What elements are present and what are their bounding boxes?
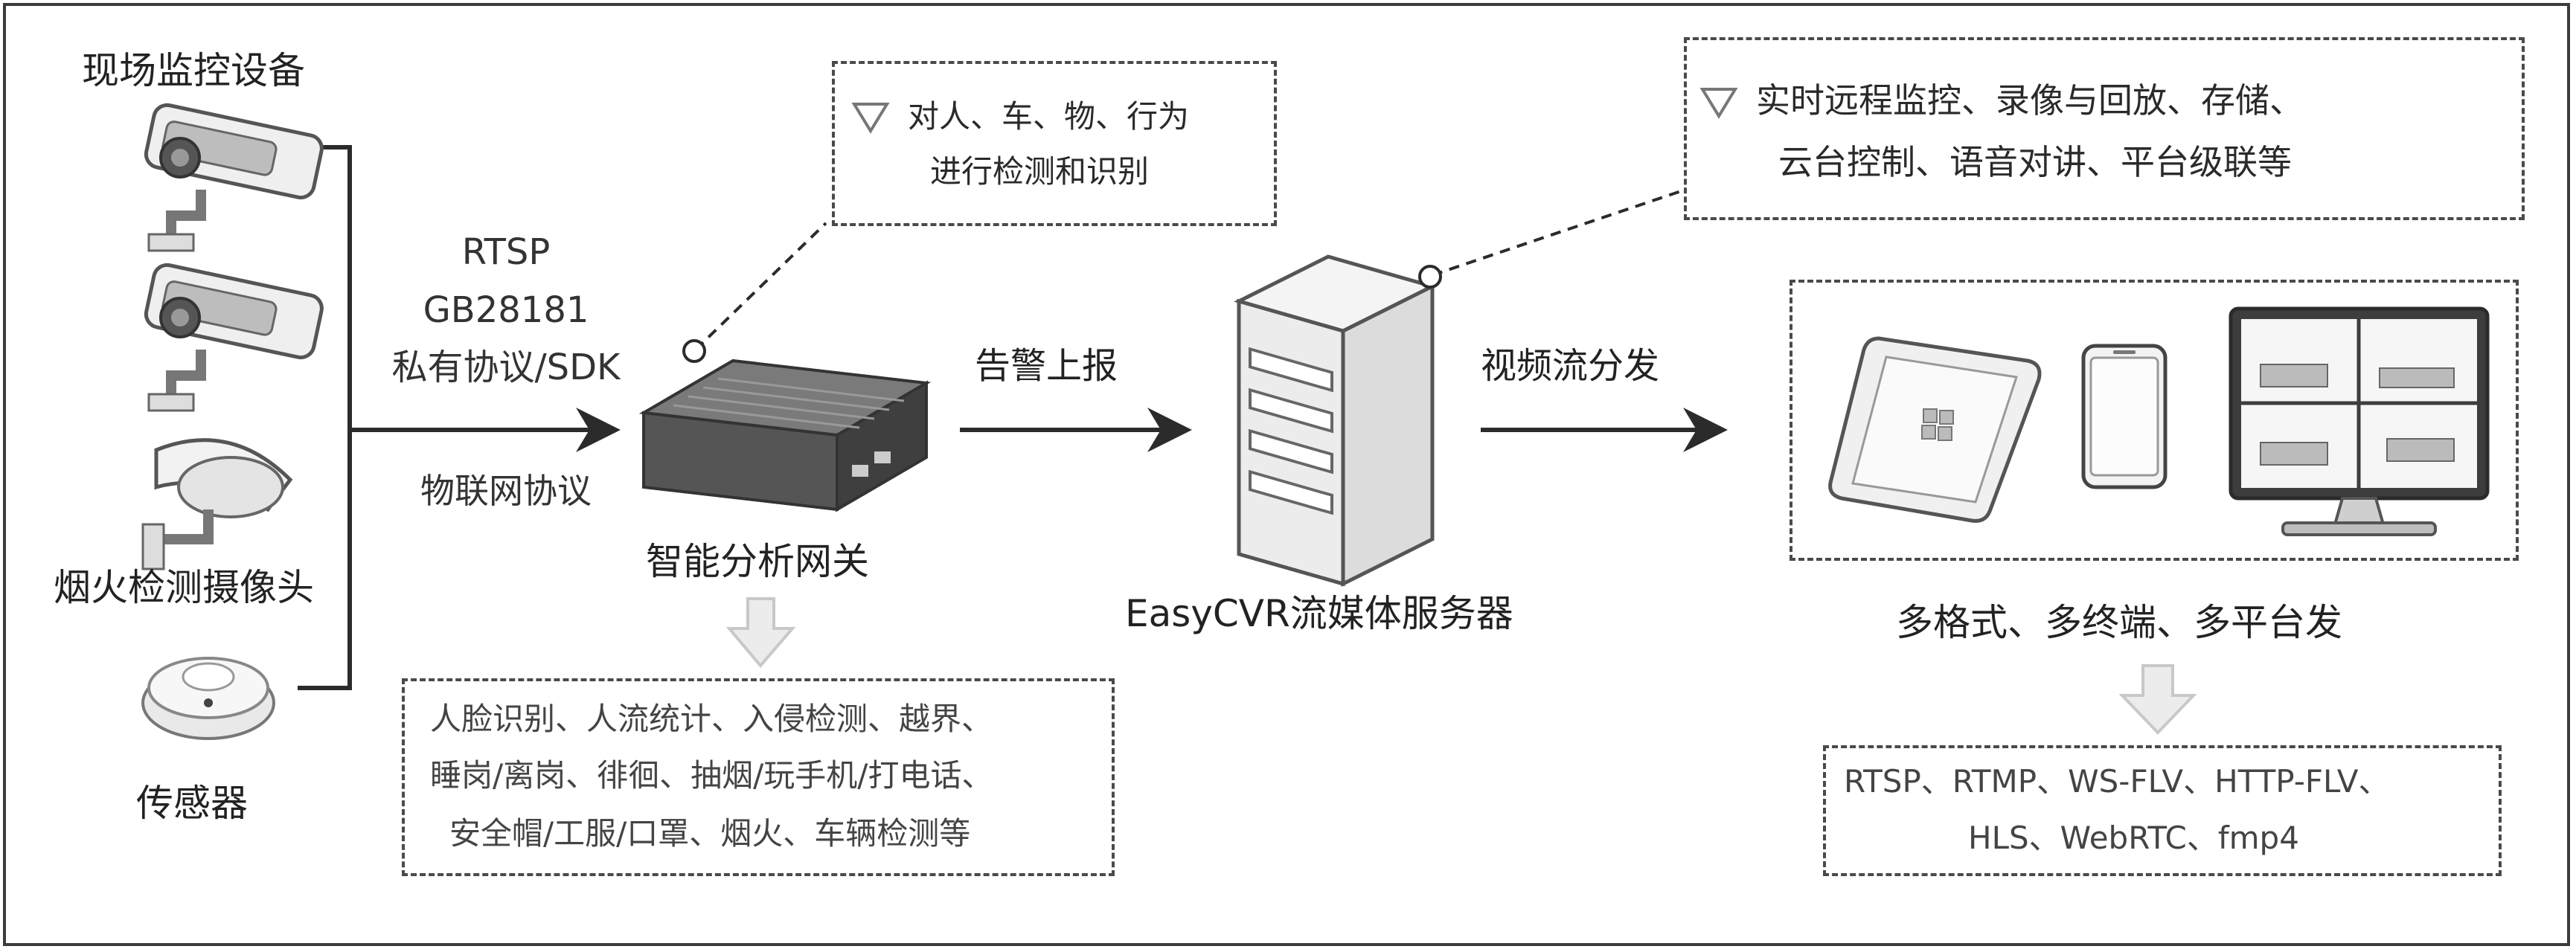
server-callout-line1: 实时远程监控、录像与回放、存储、 — [1756, 80, 2304, 120]
gateway-callout-triangle-icon — [851, 103, 890, 134]
distribution-label: 视频流分发 — [1481, 345, 1660, 387]
tablet-icon — [1828, 336, 2042, 523]
server-callout-dot — [1418, 265, 1442, 289]
protocol-rtsp: RTSP — [461, 231, 551, 273]
formats-box — [1823, 745, 2502, 876]
alarm-report-label: 告警上报 — [975, 345, 1118, 387]
dome-camera-icon — [141, 438, 293, 570]
phone-icon — [2081, 344, 2168, 489]
gateway-hollow-arrow — [725, 597, 796, 669]
gateway-callout-line2: 进行检测和识别 — [930, 153, 1150, 190]
formats-line2: HLS、WebRTC、fmp4 — [1968, 820, 2299, 856]
distribution-caption: 多格式、多终端、多平台发 — [1896, 601, 2342, 644]
gateway-callout-dot — [682, 339, 706, 363]
gateway-function-line2: 睡岗/离岗、徘徊、抽烟/玩手机/打电话、 — [430, 757, 993, 794]
gateway-function-line3: 安全帽/工服/口罩、烟火、车辆检测等 — [449, 815, 971, 852]
monitor-icon — [2229, 306, 2490, 536]
bullet-camera-icon — [144, 263, 324, 412]
server-label: EasyCVR流媒体服务器 — [1125, 592, 1513, 635]
protocol-sdk: 私有协议/SDK — [391, 347, 621, 388]
distribution-hollow-arrow — [2118, 664, 2197, 735]
server-callout-line2: 云台控制、语音对讲、平台级联等 — [1778, 142, 2292, 182]
server-callout-connector — [1432, 188, 1686, 277]
sensor-label: 传感器 — [136, 782, 248, 825]
formats-line1: RTSP、RTMP、WS-FLV、HTTP-FLV、 — [1844, 763, 2390, 800]
fire-camera-label: 烟火检测摄像头 — [54, 566, 314, 609]
gateway-callout-line1: 对人、车、物、行为 — [908, 98, 1190, 135]
smoke-sensor-icon — [141, 657, 275, 740]
server-callout-box — [1684, 37, 2525, 220]
gateway-label: 智能分析网关 — [646, 540, 869, 583]
gateway-box-icon — [638, 358, 932, 512]
field-devices-title: 现场监控设备 — [82, 49, 305, 92]
terminals-box — [1790, 280, 2519, 561]
protocol-iot: 物联网协议 — [420, 471, 592, 511]
gateway-callout-box — [832, 61, 1277, 226]
diagram-frame — [3, 3, 2570, 946]
gateway-functions-box — [402, 678, 1115, 876]
gateway-function-line1: 人脸识别、人流统计、入侵检测、越界、 — [430, 701, 993, 737]
bullet-camera-icon — [144, 103, 324, 252]
gateway-callout-connector — [694, 222, 827, 351]
server-tower-icon — [1234, 254, 1438, 588]
server-callout-triangle-icon — [1699, 88, 1738, 119]
protocol-gb28181: GB28181 — [423, 289, 589, 331]
device-bracket — [298, 145, 352, 690]
